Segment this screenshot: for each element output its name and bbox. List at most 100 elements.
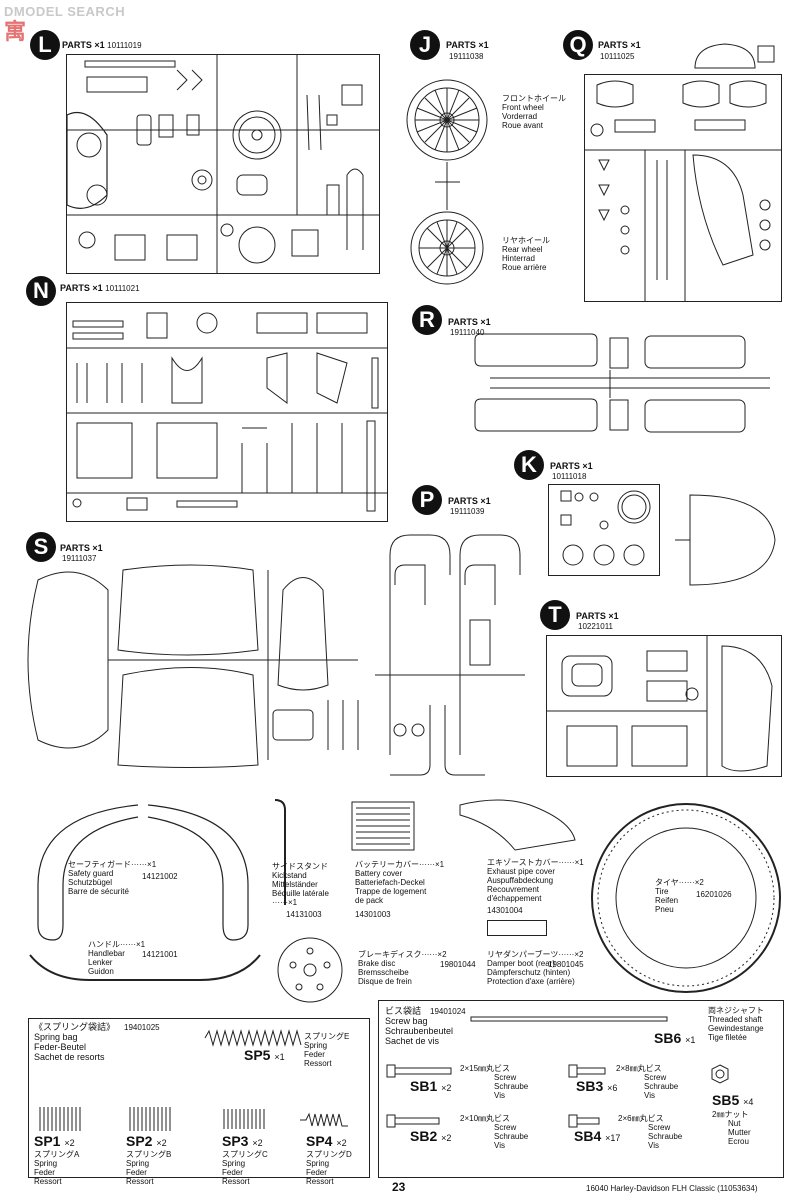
watermark-glyph: 寓 (4, 19, 27, 44)
page-number: 23 (392, 1180, 406, 1194)
section-letter-q: Q (563, 30, 593, 60)
screw-bag-code: 19401024 (430, 1007, 466, 1016)
sb6-shaft (470, 1016, 668, 1022)
sb5-name: SB5 ×4 (712, 1092, 754, 1108)
section-s-parts: PARTS ×1 (60, 543, 103, 553)
section-q-code: 10111025 (600, 52, 635, 61)
sp3-name: SP3 ×2 (222, 1133, 263, 1149)
sb3-screw (568, 1064, 606, 1078)
sb1-screw (386, 1064, 452, 1078)
tire-code: 16201026 (696, 890, 732, 899)
screw-bag-frame (378, 1000, 784, 1178)
sp2-coil (129, 1107, 171, 1131)
section-letter-p: P (412, 485, 442, 515)
section-p-parts: PARTS ×1 (448, 496, 491, 506)
section-t-code: 10221011 (578, 622, 613, 631)
sb2-name: SB2 ×2 (410, 1128, 452, 1144)
spring-bag-frame (28, 1018, 370, 1178)
watermark-text: DMODEL SEARCH (4, 4, 126, 19)
section-letter-r: R (412, 305, 442, 335)
section-s-code: 19111037 (62, 554, 97, 563)
sprue-n-drawing (67, 312, 387, 512)
sprue-s-drawing (27, 564, 359, 768)
section-p-code: 19111039 (450, 507, 485, 516)
section-letter-k: K (514, 450, 544, 480)
sprue-k-drawing (560, 490, 651, 566)
sb2-screw (386, 1114, 440, 1128)
section-q-parts: PARTS ×1 (598, 40, 641, 50)
section-r-code: 19111040 (450, 328, 485, 337)
exhaust-cover-drawing (459, 799, 576, 851)
handlebar-drawing (29, 954, 261, 981)
brake-disc-code: 19801044 (440, 960, 476, 969)
sb3-name: SB3 ×6 (576, 1078, 618, 1094)
section-letter-n: N (26, 276, 56, 306)
spring-bag-code: 19401025 (124, 1023, 160, 1032)
product-name: 16040 Harley-Davidson FLH Classic (11053… (586, 1184, 758, 1193)
sprue-p-drawing (375, 534, 525, 776)
exhaust-cover-code: 14301004 (487, 906, 523, 915)
sp3-coil (223, 1109, 265, 1129)
tire-drawing (591, 803, 781, 993)
section-t-parts: PARTS ×1 (576, 611, 619, 621)
section-letter-j: J (410, 30, 440, 60)
sprue-t-frame (546, 635, 782, 777)
sp1-coil (39, 1107, 81, 1131)
sb1-name: SB1 ×2 (410, 1078, 452, 1094)
section-r-parts: PARTS ×1 (448, 317, 491, 327)
safety-guard-code: 14121002 (142, 872, 178, 881)
section-l-parts: PARTS ×1 10111019 (62, 40, 142, 50)
exhaust-tab (487, 920, 547, 936)
section-letter-t: T (540, 600, 570, 630)
section-j-code: 19111038 (449, 52, 484, 61)
section-k-parts: PARTS ×1 (550, 461, 593, 471)
sprue-q-drawing (585, 80, 781, 301)
sp2-name: SP2 ×2 (126, 1133, 167, 1149)
sp5-name: SP5 ×1 (244, 1047, 285, 1063)
sb5-nut (711, 1064, 729, 1084)
sb4-name: SB4 ×17 (574, 1128, 621, 1144)
sprue-t-drawing (547, 636, 773, 776)
sb6-name: SB6 ×1 (654, 1030, 696, 1046)
k-lamp-drawing (675, 494, 776, 586)
sprue-k-frame (548, 484, 660, 576)
safety-guard-drawing (37, 804, 249, 941)
sprue-r-drawing (474, 333, 770, 433)
section-letter-l: L (30, 30, 60, 60)
sp4-name: SP4 ×2 (306, 1133, 347, 1149)
q-extra-parts (694, 43, 775, 69)
handlebar-code: 14121001 (142, 950, 178, 959)
battery-cover-drawing (351, 801, 415, 851)
sp4-coil (300, 1112, 348, 1127)
sp1-name: SP1 ×2 (34, 1133, 75, 1149)
damper-boot-code: 19801045 (548, 960, 584, 969)
sprue-n-frame (66, 302, 388, 522)
sprue-q-frame (584, 74, 782, 302)
section-k-code: 10111018 (552, 472, 587, 481)
sp5-coil (204, 1029, 302, 1047)
battery-cover-code: 14301003 (355, 910, 391, 919)
wheels-drawing (406, 79, 488, 285)
section-j-parts: PARTS ×1 (446, 40, 489, 50)
kickstand-drawing (274, 799, 286, 905)
